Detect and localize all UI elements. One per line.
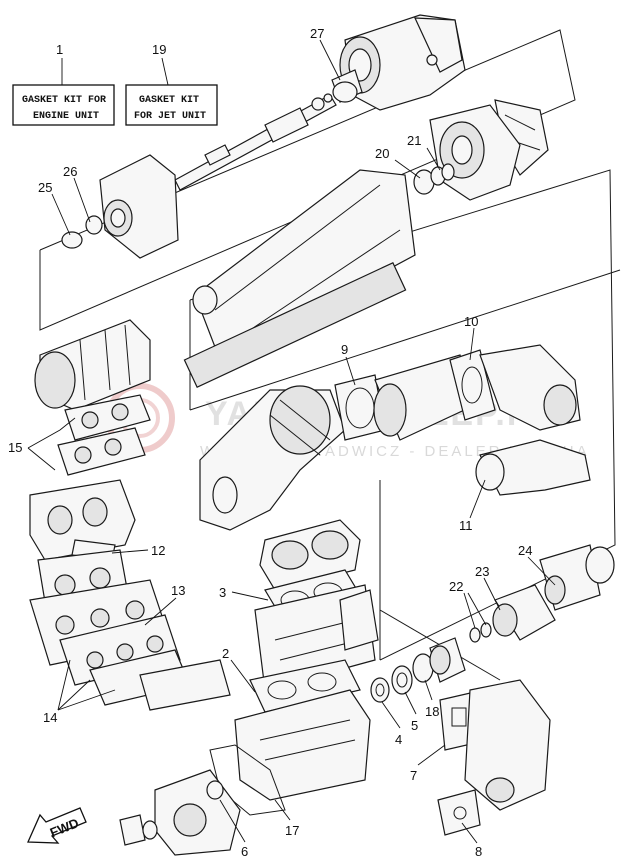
callout-3: 3 [219, 585, 226, 600]
callout-1: 1 [56, 42, 63, 57]
gasket-8 [437, 789, 481, 836]
callout-10: 10 [464, 314, 478, 329]
expansion-chamber [373, 354, 476, 441]
exhaust-pipe [199, 385, 346, 531]
exhaust-manifold [29, 479, 136, 561]
callout-21: 21 [407, 133, 421, 148]
callout-6: 6 [241, 844, 248, 858]
kit-engine-line1: GASKET KIT FOR [22, 95, 106, 106]
seals-20-21 [413, 163, 455, 195]
reed-valve-gaskets [59, 614, 231, 711]
exhaust-gaskets [57, 394, 151, 476]
kit-box-jet: GASKET KIT FOR JET UNIT [125, 84, 218, 126]
callout-20: 20 [375, 146, 389, 161]
magneto-cover [154, 769, 241, 856]
intermediate-housing [61, 154, 179, 259]
jet-pump-nozzle [339, 14, 466, 111]
callout-24: 24 [518, 543, 532, 558]
callout-26: 26 [63, 164, 77, 179]
leader-lines [27, 39, 556, 844]
callout-23: 23 [475, 564, 489, 579]
kit-engine-line2: ENGINE UNIT [33, 111, 99, 122]
callout-18: 18 [425, 704, 439, 719]
callout-17: 17 [285, 823, 299, 838]
muffler [34, 319, 151, 411]
callout-15: 15 [8, 440, 22, 455]
callout-13: 13 [171, 583, 185, 598]
cylinder-head [259, 519, 361, 591]
callout-5: 5 [411, 718, 418, 733]
kit-jet-line1: GASKET KIT [139, 95, 199, 106]
tunnel-cover [183, 169, 416, 388]
coupler [429, 637, 466, 683]
callouts: 1 19 27 20 21 25 26 10 9 15 11 12 24 3 2… [8, 26, 532, 858]
cover-24 [539, 544, 615, 611]
rotary-valve-housing [464, 679, 551, 811]
callout-12: 12 [151, 543, 165, 558]
callout-11: 11 [459, 518, 473, 533]
crankcase [234, 689, 371, 801]
callout-19: 19 [152, 42, 166, 57]
water-hose [475, 439, 591, 496]
callout-4: 4 [395, 732, 402, 747]
drive-shaft [174, 93, 337, 191]
kit-jet-line2: FOR JET UNIT [134, 111, 206, 122]
callout-27: 27 [310, 26, 324, 41]
gasket-10 [449, 349, 496, 421]
washers-22 [469, 622, 492, 643]
callout-9: 9 [341, 342, 348, 357]
fwd-arrow: FWD [27, 807, 87, 844]
seal-4 [370, 677, 390, 703]
base-gasket-2 [249, 659, 361, 713]
kit-box-engine: GASKET KIT FOR ENGINE UNIT [12, 84, 115, 126]
starter-part [119, 814, 158, 846]
bearing-housing-23 [492, 584, 556, 641]
elbow-pipe [479, 344, 581, 431]
callout-22: 22 [449, 579, 463, 594]
callout-8: 8 [475, 844, 482, 858]
callout-2: 2 [222, 646, 229, 661]
callout-25: 25 [38, 180, 52, 195]
callout-14: 14 [43, 710, 57, 725]
seal-5 [391, 665, 413, 695]
callout-7: 7 [410, 768, 417, 783]
